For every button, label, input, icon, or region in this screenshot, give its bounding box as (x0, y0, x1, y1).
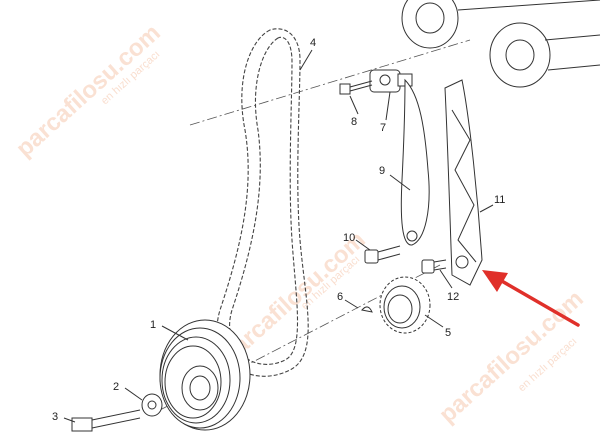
camshaft-gears (401, 0, 601, 88)
svg-text:parcafilosu.com: parcafilosu.com (434, 285, 589, 428)
crankshaft-pulley (159, 319, 251, 431)
bolt-12 (421, 259, 447, 274)
callout-10: 10 (343, 232, 355, 244)
crank-sprocket (379, 276, 431, 334)
chain-guide-11 (444, 79, 483, 286)
leader-lines (63, 49, 494, 423)
bolt-8 (339, 80, 373, 95)
callout-8: 8 (351, 116, 357, 128)
callout-9: 9 (379, 165, 385, 177)
watermark-top: parcafilosu.com en hızlı parçacı (11, 19, 166, 162)
timing-chain (216, 28, 309, 377)
centerline-upper (189, 39, 471, 126)
svg-text:parcafilosu.com: parcafilosu.com (11, 19, 166, 162)
callout-1: 1 (150, 319, 156, 331)
callout-5: 5 (445, 327, 451, 339)
chain-guide-9 (400, 78, 430, 246)
bolt-10 (364, 245, 401, 264)
callout-12: 12 (447, 291, 459, 303)
woodruff-key (361, 306, 373, 313)
pulley-bolt (71, 409, 141, 432)
callout-2: 2 (113, 381, 119, 393)
callout-3: 3 (52, 411, 58, 423)
callout-7: 7 (380, 122, 386, 134)
watermark-bottom: parcafilosu.com en hızlı parçacı (434, 285, 589, 428)
callout-11: 11 (494, 194, 505, 206)
callout-6: 6 (337, 291, 343, 303)
centerline-lower (159, 264, 441, 411)
chain-tensioner (369, 69, 413, 93)
red-arrow-indicator (482, 270, 580, 327)
callout-4: 4 (310, 37, 316, 49)
washer (141, 393, 163, 417)
